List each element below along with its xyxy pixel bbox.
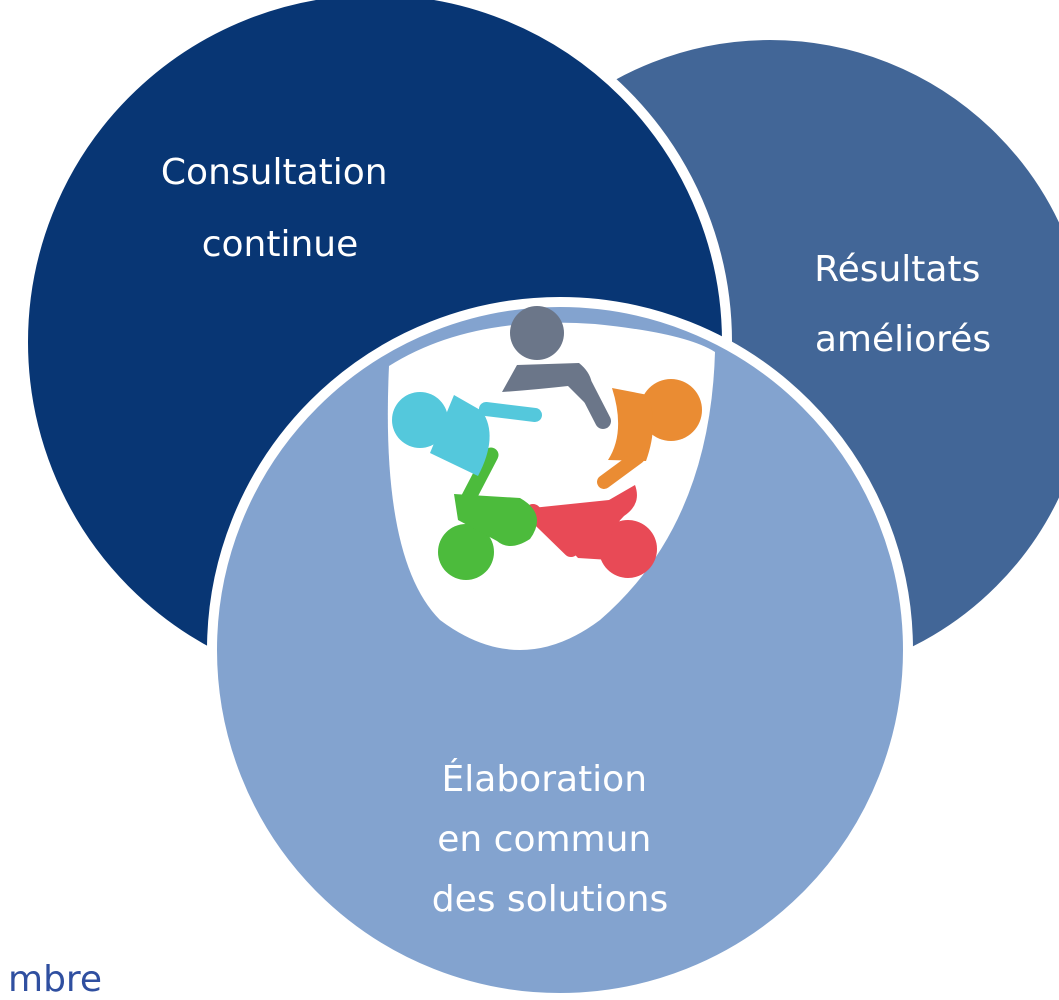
circle-resultats-label-line-1: Résultats: [814, 249, 980, 290]
circle-resultats-label: Résultats améliorés: [814, 249, 992, 360]
person-gray-icon: [502, 306, 611, 429]
circle-elaboration-label: Élaboration en commun des solutions: [432, 758, 669, 920]
person-orange-icon: [597, 379, 702, 489]
circle-resultats-label-line-2: améliorés: [815, 319, 991, 360]
circle-consultation-label-line-2: continue: [202, 224, 359, 265]
circle-elaboration-shape: [207, 297, 913, 997]
circle-elaboration-label-line-2: en commun: [437, 819, 651, 860]
circle-consultation-label: Consultation continue: [161, 152, 399, 265]
person-green-icon: [438, 447, 538, 580]
person-red-icon: [525, 485, 657, 578]
teamwork-people-circle-icon: [392, 306, 702, 580]
circle-elaboration-label-line-1: Élaboration: [442, 758, 648, 800]
circle-consultation-label-line-1: Consultation: [161, 152, 388, 193]
cutoff-text-fragment: mbre: [8, 959, 103, 1000]
person-cyan-icon: [392, 392, 542, 476]
circle-elaboration-label-line-3: des solutions: [432, 879, 669, 920]
